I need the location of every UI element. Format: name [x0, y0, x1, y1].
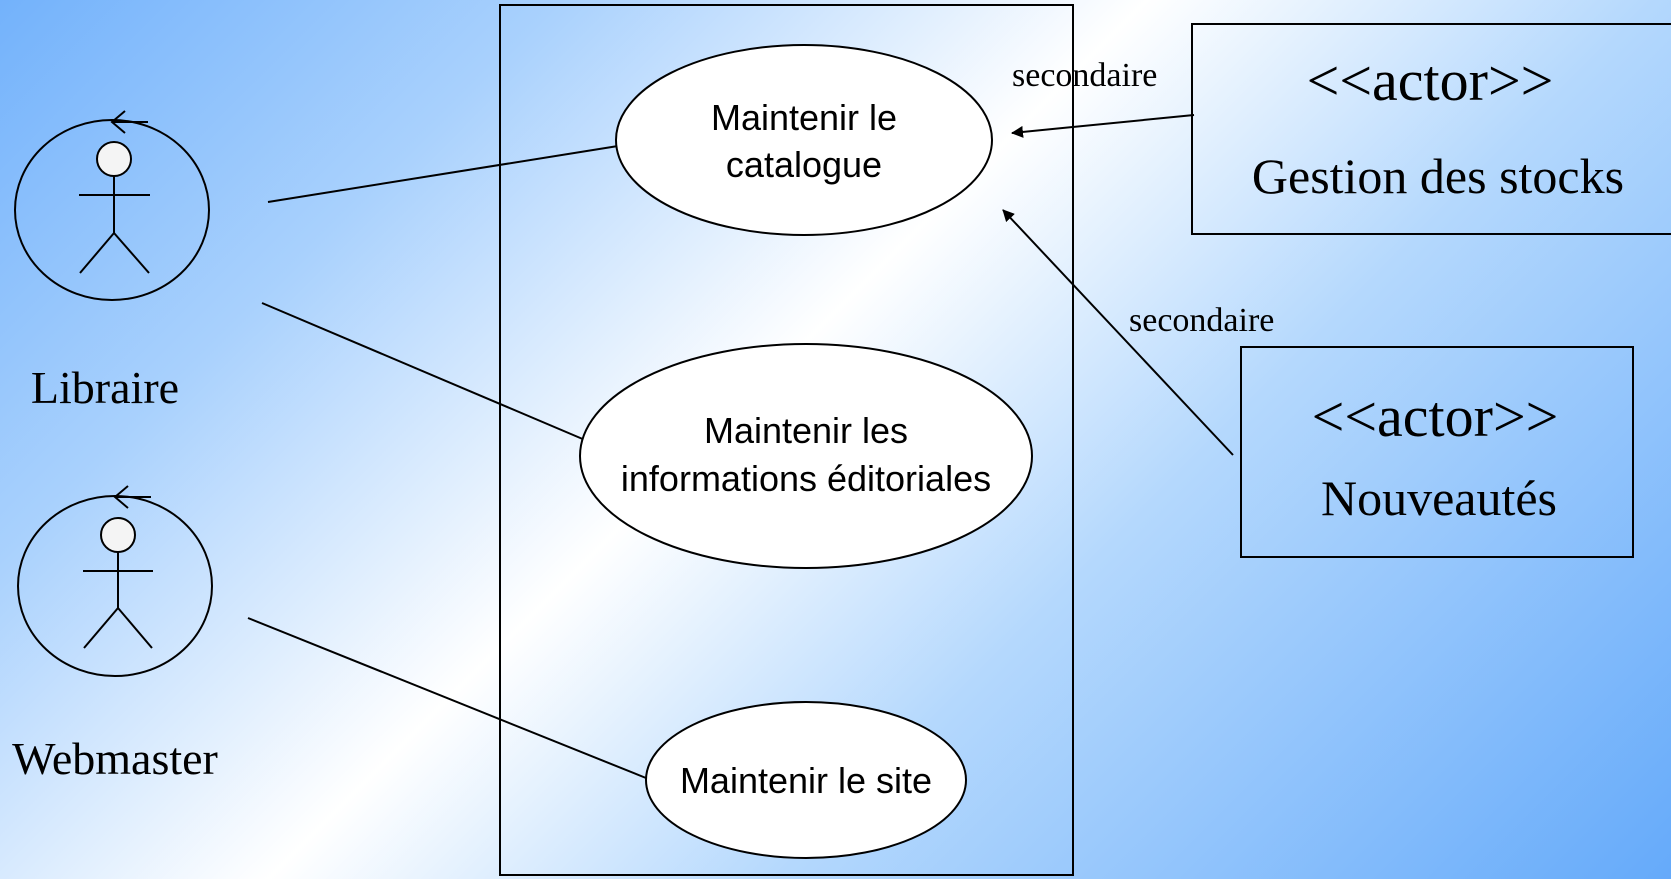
relation-label-nouveautes: secondaire — [1129, 302, 1274, 339]
association-webmaster-site — [247, 617, 647, 779]
actor-label-libraire: Libraire — [31, 362, 179, 413]
actor-webmaster[interactable]: Webmaster — [12, 485, 218, 784]
external-actor-name-stocks: Gestion des stocks — [1252, 148, 1624, 204]
arrow-nouveautes-to-catalogue — [1002, 209, 1234, 456]
stereotype-stocks: <<actor>> — [1307, 48, 1554, 113]
external-actor-name-nouveautes: Nouveautés — [1321, 470, 1557, 526]
arrow-stocks-to-catalogue — [1011, 114, 1195, 138]
association-libraire-editorial — [261, 302, 586, 441]
usecase-editorial-line1: Maintenir les — [704, 410, 908, 451]
usecase-site-label: Maintenir le site — [680, 760, 932, 801]
association-libraire-catalogue — [267, 145, 619, 203]
external-actor-nouveautes[interactable]: <<actor>> Nouveautés — [1240, 346, 1634, 558]
usecase-editorial[interactable]: Maintenir les informations éditoriales — [579, 343, 1033, 569]
usecase-editorial-line2: informations éditoriales — [621, 458, 991, 499]
actor-libraire[interactable]: Libraire — [14, 110, 210, 413]
usecase-catalogue-line1: Maintenir le — [711, 97, 897, 138]
usecase-catalogue[interactable]: Maintenir le catalogue — [615, 44, 993, 236]
stereotype-nouveautes: <<actor>> — [1312, 384, 1559, 449]
external-actor-stocks[interactable]: <<actor>> Gestion des stocks — [1191, 23, 1671, 235]
usecase-catalogue-line2: catalogue — [726, 144, 882, 185]
relation-label-stocks: secondaire — [1012, 57, 1157, 94]
actor-label-webmaster: Webmaster — [12, 733, 218, 784]
system-boundary — [499, 4, 1074, 876]
stick-figure-icon — [14, 110, 210, 301]
usecase-site[interactable]: Maintenir le site — [645, 701, 967, 859]
stick-figure-icon — [17, 485, 213, 677]
